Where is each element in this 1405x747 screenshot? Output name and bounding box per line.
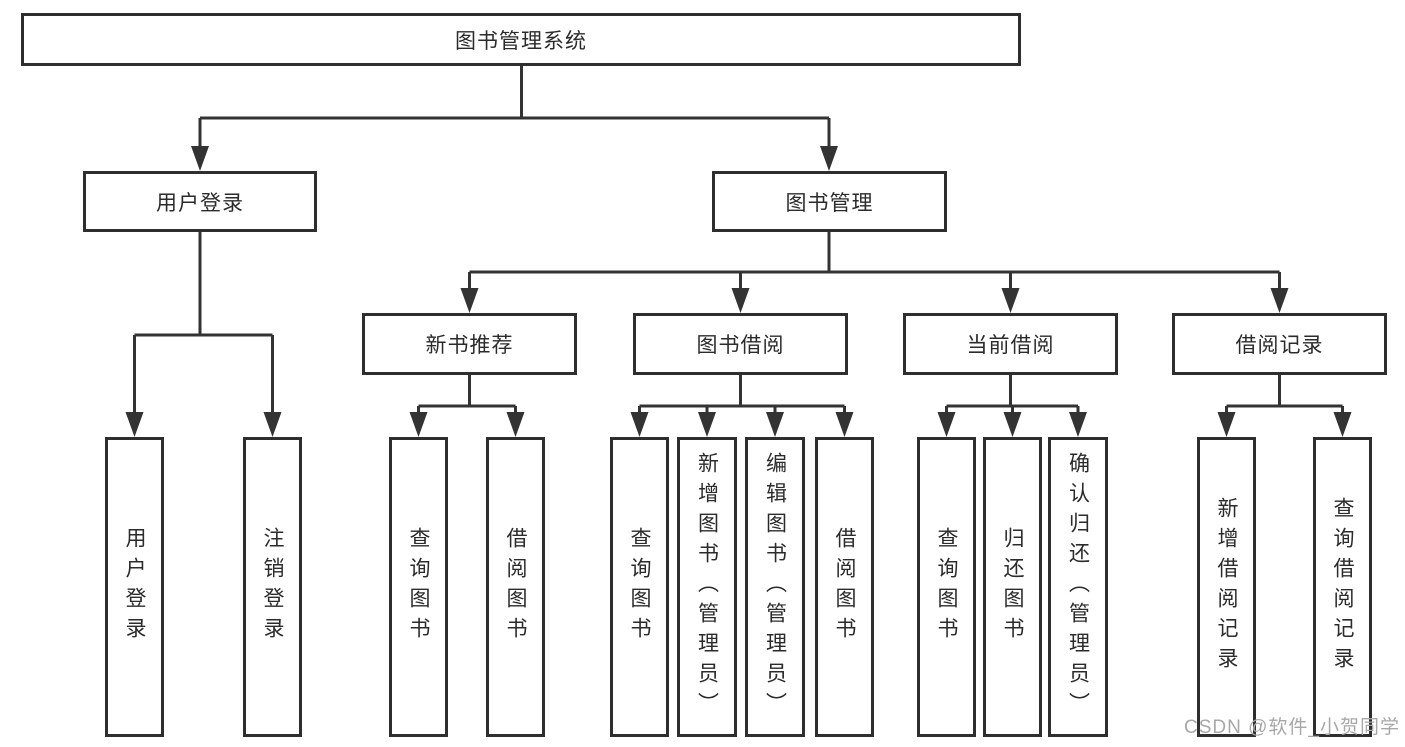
leaf-add-borrow-record: 新增借阅记录 [1197, 437, 1256, 737]
leaf-logout: 注销登录 [243, 437, 302, 737]
node-current-borrowing-label: 当前借阅 [966, 334, 1055, 357]
edges-borrowing-records-to-leaves [1225, 375, 1344, 416]
node-new-book-recommend-label: 新书推荐 [425, 334, 514, 357]
leaf-query-books-borrowing-label: 查询图书 [628, 527, 651, 647]
leaf-query-borrow-record-label: 查询借阅记录 [1331, 497, 1354, 677]
node-root: 图书管理系统 [21, 13, 1021, 66]
leaf-query-books-borrowing: 查询图书 [610, 437, 669, 737]
leaf-add-books-admin: 新增图书（管理员） [677, 437, 737, 737]
leaf-edit-books-admin: 编辑图书（管理员） [745, 437, 805, 737]
leaf-query-books-recommend-label: 查询图书 [407, 527, 430, 647]
leaf-add-books-admin-label: 新增图书（管理员） [695, 452, 719, 722]
leaf-borrow-books-recommend-label: 借阅图书 [504, 527, 527, 647]
edges-user-login-to-leaves [133, 232, 274, 416]
leaf-user-login: 用户登录 [105, 437, 164, 737]
edges-root-to-level2 [198, 66, 831, 150]
edges-current-borrowing-to-leaves [945, 375, 1080, 416]
leaf-return-books-label: 归还图书 [1001, 527, 1024, 647]
watermark-text: CSDN @软件_小贺同学 [1184, 717, 1400, 738]
arrowheads [125, 146, 1352, 437]
leaf-add-borrow-record-label: 新增借阅记录 [1215, 497, 1238, 677]
leaf-confirm-return-admin: 确认归还（管理员） [1048, 437, 1108, 737]
node-book-borrowing: 图书借阅 [633, 313, 848, 375]
edges-new-book-recommend-to-leaves [417, 375, 517, 416]
node-root-label: 图书管理系统 [455, 29, 587, 53]
leaf-borrow-books-borrowing: 借阅图书 [815, 437, 874, 737]
leaf-confirm-return-admin-label: 确认归还（管理员） [1066, 452, 1090, 722]
node-current-borrowing: 当前借阅 [903, 313, 1118, 375]
node-book-management-label: 图书管理 [785, 191, 874, 215]
node-borrowing-records: 借阅记录 [1172, 313, 1387, 375]
leaf-borrow-books-borrowing-label: 借阅图书 [833, 527, 856, 647]
leaf-logout-label: 注销登录 [261, 527, 284, 647]
leaf-user-login-label: 用户登录 [123, 527, 146, 647]
node-book-management: 图书管理 [712, 171, 947, 232]
node-book-borrowing-label: 图书借阅 [696, 334, 785, 357]
leaf-query-books-current-label: 查询图书 [935, 527, 958, 647]
edges-book-borrowing-to-leaves [638, 375, 846, 416]
leaf-return-books: 归还图书 [983, 437, 1042, 737]
leaf-query-books-current: 查询图书 [917, 437, 976, 737]
leaf-borrow-books-recommend: 借阅图书 [486, 437, 545, 737]
leaf-query-books-recommend: 查询图书 [389, 437, 448, 737]
edges-book-management-to-level3 [468, 232, 1281, 292]
node-user-login: 用户登录 [83, 171, 317, 232]
node-user-login-label: 用户登录 [156, 191, 244, 215]
node-borrowing-records-label: 借阅记录 [1235, 334, 1324, 357]
leaf-query-borrow-record: 查询借阅记录 [1313, 437, 1372, 737]
node-new-book-recommend: 新书推荐 [362, 313, 577, 375]
leaf-edit-books-admin-label: 编辑图书（管理员） [763, 452, 787, 722]
